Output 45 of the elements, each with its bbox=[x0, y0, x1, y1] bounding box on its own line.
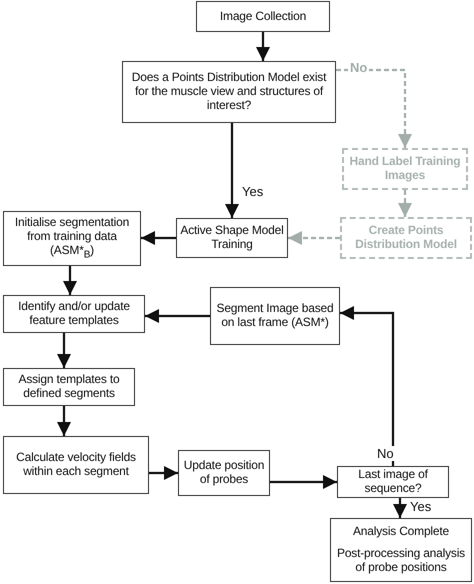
arrow bbox=[63, 266, 77, 295]
node-text: Assign templates to defined segments bbox=[18, 373, 120, 401]
arrow bbox=[57, 333, 71, 368]
node-text: Image Collection bbox=[220, 10, 306, 24]
process-box bbox=[3, 211, 141, 266]
process-box bbox=[340, 217, 472, 259]
process-box bbox=[3, 295, 145, 333]
edge-label: Yes bbox=[408, 499, 434, 514]
edge-label: Yes bbox=[240, 184, 266, 199]
edge-label: No bbox=[375, 446, 396, 461]
arrow bbox=[270, 475, 337, 489]
arrow bbox=[149, 466, 178, 480]
arrow bbox=[225, 123, 239, 218]
node-text: Does a Points Distribution Model exist for the muscle view and structures of interest? bbox=[130, 71, 328, 113]
node-text: Active Shape Model Training bbox=[179, 224, 285, 252]
arrow bbox=[398, 190, 412, 217]
decision-box bbox=[122, 61, 336, 123]
arrow bbox=[288, 231, 340, 245]
process-box bbox=[342, 148, 468, 190]
arrow bbox=[57, 406, 71, 436]
node-text: Create Points Distribution Model bbox=[354, 224, 458, 252]
process-box bbox=[3, 368, 135, 406]
node-text: Calculate velocity fields within each segment bbox=[15, 451, 137, 479]
process-box bbox=[3, 436, 149, 494]
arrow bbox=[336, 68, 412, 148]
arrow bbox=[141, 231, 176, 245]
node-text: Initialise segmentation from training data (ASM*$_{B}$) bbox=[14, 216, 130, 261]
process-box bbox=[178, 450, 270, 496]
node-text: Last image of sequence? bbox=[357, 468, 429, 496]
arrow bbox=[256, 32, 270, 61]
node-text: Post-processing analysis of probe positions bbox=[336, 547, 466, 575]
process-box bbox=[330, 518, 472, 582]
process-box bbox=[196, 1, 330, 32]
arrow bbox=[145, 309, 210, 323]
node-text: Analysis Complete bbox=[353, 525, 449, 540]
node-text: Hand Label Training Images bbox=[348, 155, 462, 183]
decision-box bbox=[337, 466, 449, 498]
node-text: Segment Image based on last frame (ASM*) bbox=[216, 302, 334, 330]
edge-label: No bbox=[348, 60, 370, 75]
arrow bbox=[393, 498, 407, 518]
process-box bbox=[176, 218, 288, 258]
node-text: Update position of probes bbox=[182, 459, 266, 487]
node-text: Identify and/or update feature templates bbox=[17, 300, 131, 328]
process-box bbox=[210, 287, 340, 345]
arrow bbox=[340, 306, 394, 466]
